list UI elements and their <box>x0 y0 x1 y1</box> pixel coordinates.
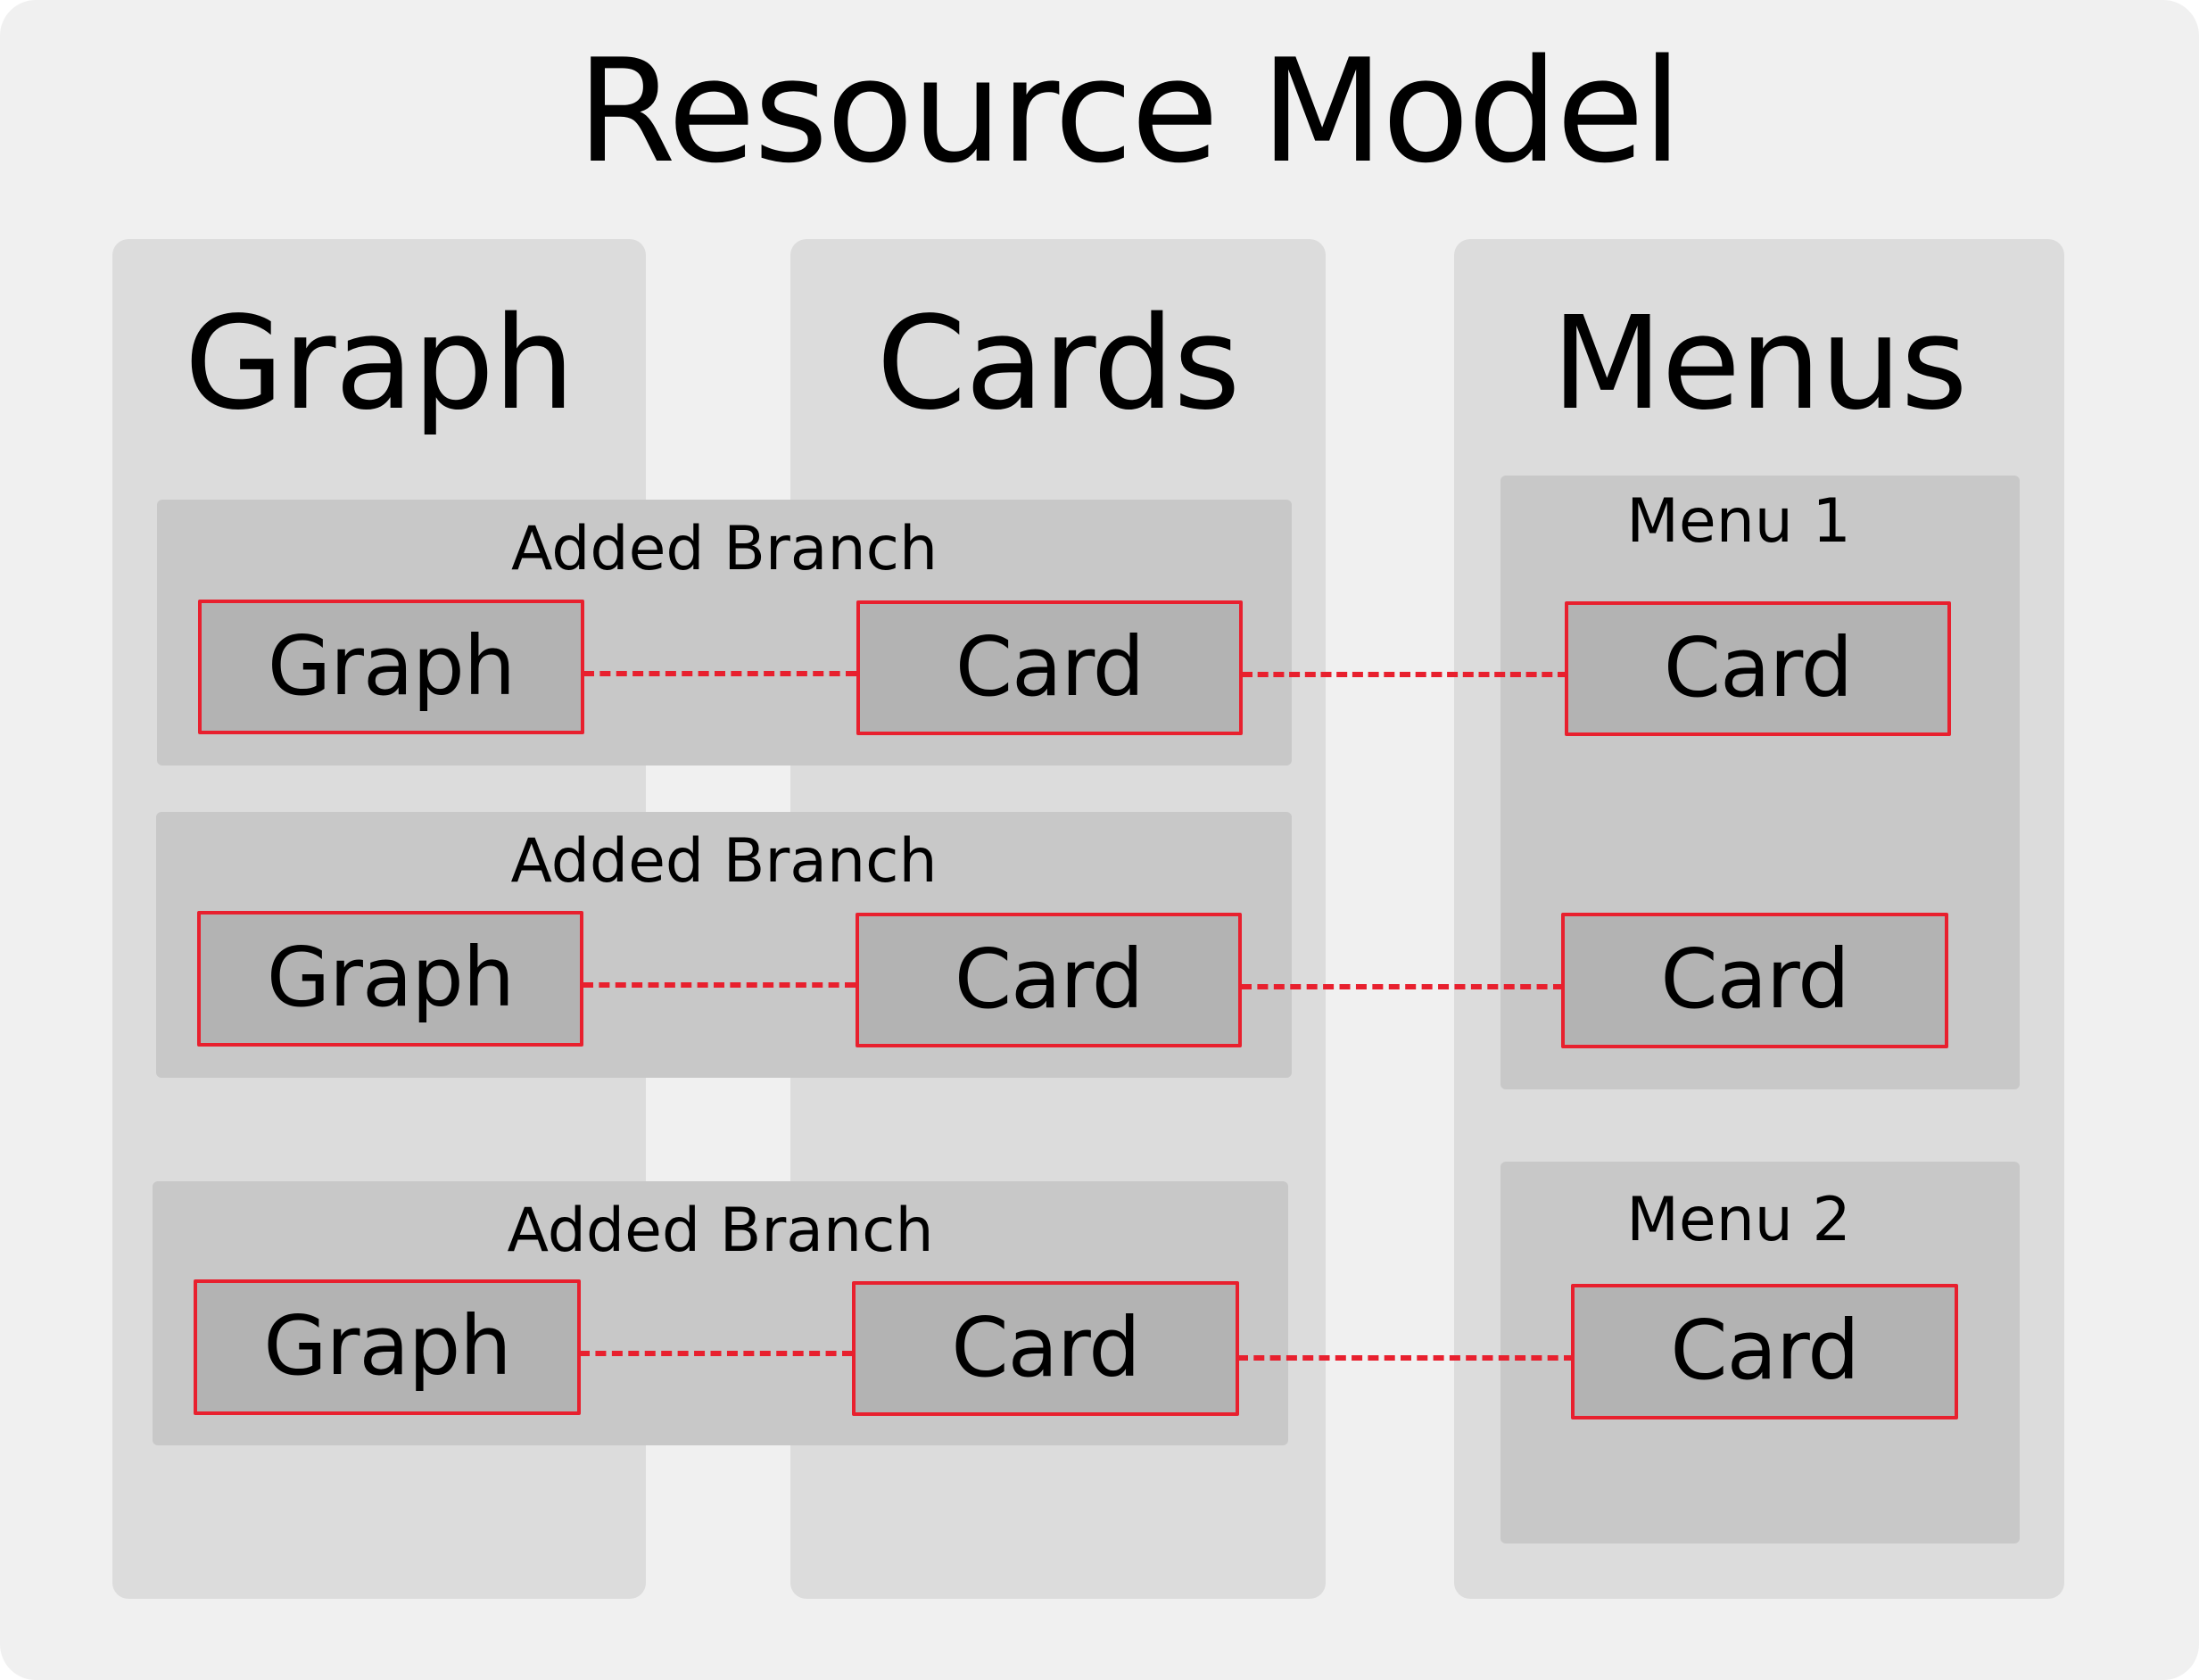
link-card-menu-1 <box>1242 672 1568 677</box>
graph-node-1: Graph <box>198 600 584 734</box>
link-card-menu-2 <box>1241 984 1564 989</box>
menu-label-2: Menu 2 <box>1626 1185 1851 1255</box>
menus-column-title: Menus <box>1551 288 1967 438</box>
link-graph-card-3 <box>579 1351 853 1356</box>
branch-label-1: Added Branch <box>510 514 938 584</box>
branch-label-2: Added Branch <box>510 826 938 897</box>
menu1-card-2: Card <box>1561 913 1948 1048</box>
menu-label-1: Menu 1 <box>1626 486 1851 557</box>
card-node-3: Card <box>852 1281 1239 1416</box>
graph-column-title: Graph <box>184 288 575 438</box>
graph-node-2: Graph <box>197 911 583 1047</box>
link-card-menu-3 <box>1237 1355 1575 1361</box>
link-graph-card-1 <box>583 671 856 676</box>
card-node-1: Card <box>856 600 1243 735</box>
cards-column-title: Cards <box>876 288 1241 438</box>
menu2-card-1: Card <box>1571 1284 1958 1419</box>
card-node-2: Card <box>856 913 1242 1047</box>
graph-node-3: Graph <box>194 1279 581 1415</box>
menu1-card-1: Card <box>1565 601 1951 736</box>
diagram-title: Resource Model <box>576 28 1682 194</box>
branch-label-3: Added Branch <box>507 1196 934 1266</box>
link-graph-card-2 <box>583 982 856 988</box>
